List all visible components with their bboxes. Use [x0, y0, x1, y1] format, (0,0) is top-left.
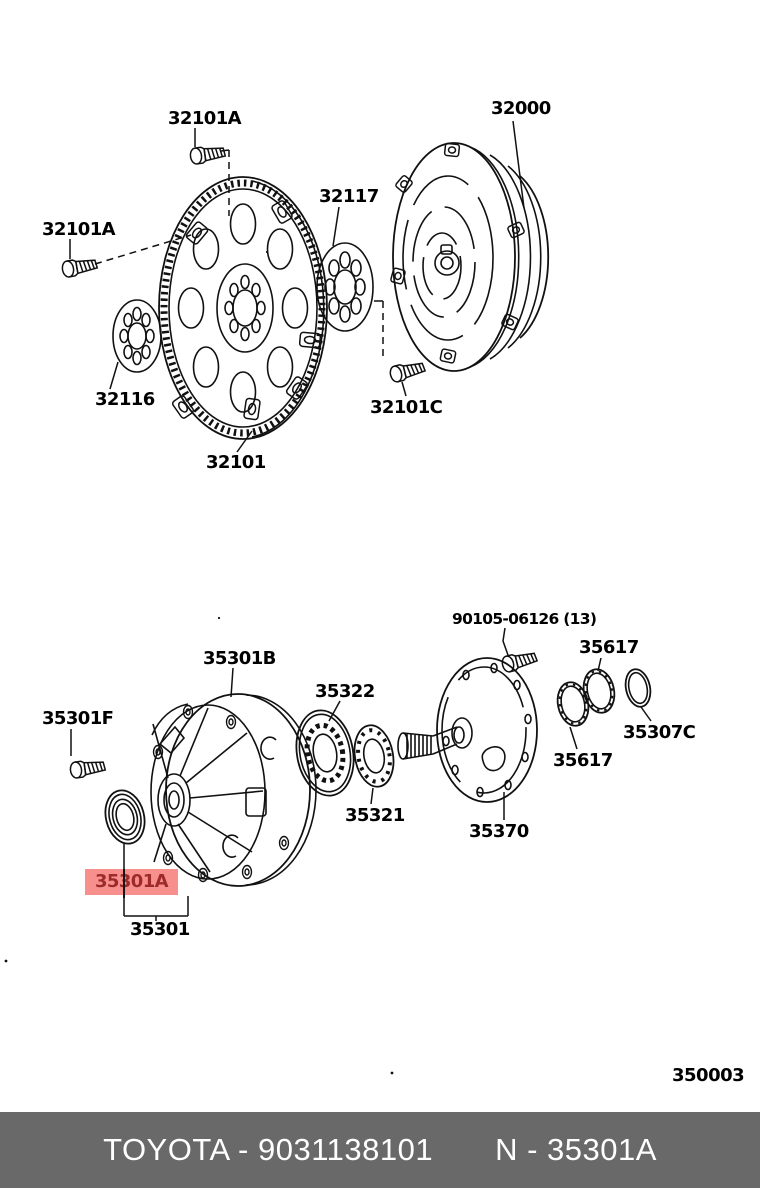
top-leader-lines: [69, 120, 525, 453]
part-label-35301[interactable]: 35301: [130, 919, 190, 940]
part-label-32116[interactable]: 32116: [95, 389, 155, 410]
part-label-35370[interactable]: 35370: [469, 821, 529, 842]
part-label-35617-bottom[interactable]: 35617: [553, 750, 613, 771]
part-label-32101a-left[interactable]: 32101A: [42, 219, 116, 240]
footer-reference-number: N - 35301A: [495, 1132, 657, 1167]
bottom-bolts-drawing: [68, 648, 539, 780]
part-label-35307c[interactable]: 35307C: [623, 722, 696, 743]
flywheel-drawing: [158, 176, 328, 440]
leader-line-over-highlight: [123, 869, 125, 898]
speck-dots: [4, 250, 394, 1075]
oil-seal-35301a-drawing: [104, 789, 146, 845]
part-label-35301a-highlighted[interactable]: 35301A: [85, 869, 178, 895]
part-label-32101c[interactable]: 32101C: [370, 397, 443, 418]
plate-32117-drawing: [316, 242, 374, 332]
footer-bar: TOYOTA - 9031138101 N - 35301A: [0, 1112, 760, 1188]
part-label-35301f[interactable]: 35301F: [42, 708, 114, 729]
ring-35307c-drawing: [624, 668, 652, 708]
pump-gear-35321-drawing: [353, 724, 395, 788]
part-label-90105-06126[interactable]: 90105-06126 (13): [452, 610, 597, 628]
torque-converter-drawing: [389, 142, 550, 372]
part-label-35617-top[interactable]: 35617: [579, 637, 639, 658]
part-label-35322[interactable]: 35322: [315, 681, 375, 702]
pump-rotor-35322-drawing: [295, 709, 355, 797]
footer-catalog-number: TOYOTA - 9031138101: [103, 1132, 434, 1167]
part-label-32000[interactable]: 32000: [491, 98, 551, 119]
oil-pump-body-drawing: [150, 693, 317, 887]
part-label-32101[interactable]: 32101: [206, 452, 266, 473]
exploded-diagram-drawing: [4, 120, 652, 1075]
pump-plate-35370-drawing: [397, 657, 538, 803]
part-label-35301b[interactable]: 35301B: [203, 648, 276, 669]
part-label-32117[interactable]: 32117: [319, 186, 379, 207]
part-label-32101a-top[interactable]: 32101A: [168, 108, 242, 129]
part-label-35321[interactable]: 35321: [345, 805, 405, 826]
spacer-32116-drawing: [112, 299, 162, 373]
figure-number: 350003: [672, 1065, 745, 1086]
